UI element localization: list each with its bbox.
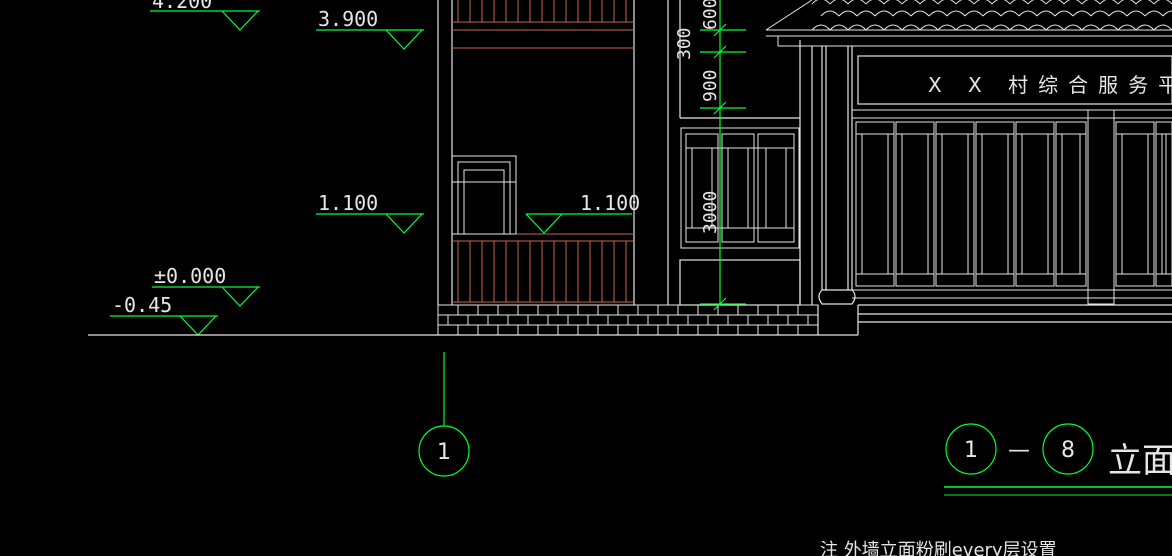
level-4200: 4.200	[152, 0, 212, 13]
middle-panel	[667, 0, 801, 306]
dim-3000: 3000	[700, 191, 721, 234]
right-building-walls	[811, 46, 1172, 335]
level-0000: ±0.000	[154, 264, 226, 288]
vertical-dimension	[700, 0, 746, 311]
title-text: 立面	[1108, 441, 1172, 481]
brick-joints	[437, 305, 809, 335]
lower-railing	[452, 233, 634, 303]
dim-300: 300	[674, 27, 695, 60]
right-lattice-doors	[852, 109, 1172, 305]
signboard-text: X X 村综合服务平台	[928, 73, 1172, 97]
level-1100-left: 1.100	[318, 191, 378, 215]
title-separator: —	[1008, 438, 1030, 463]
grid-axis-label: 1	[437, 440, 451, 465]
title-from-label: 1	[964, 438, 978, 463]
left-wall	[437, 0, 635, 305]
level-1100-inner: 1.100	[580, 191, 640, 215]
title-bubble-from	[945, 423, 997, 475]
level-markers-left	[110, 10, 632, 336]
dim-900: 900	[700, 69, 721, 102]
note-text: 注 外墙立面粉刷every层设置	[820, 540, 1057, 556]
level-neg045: -0.45	[112, 293, 172, 317]
roof-tiles	[811, 0, 1172, 31]
dim-600: 600	[700, 0, 721, 30]
middle-lattice-window	[680, 127, 800, 249]
grid-axis-bubble	[418, 425, 470, 477]
level-3900: 3.900	[318, 7, 378, 31]
upper-railing	[452, 21, 634, 49]
roof	[765, 0, 1172, 47]
title-to-label: 8	[1061, 438, 1075, 463]
title-bubble-to	[1042, 423, 1094, 475]
upper-railing-balusters	[457, 0, 627, 22]
signboard	[857, 55, 1172, 105]
lower-railing-balusters	[457, 241, 627, 302]
bench-frame	[451, 155, 517, 235]
